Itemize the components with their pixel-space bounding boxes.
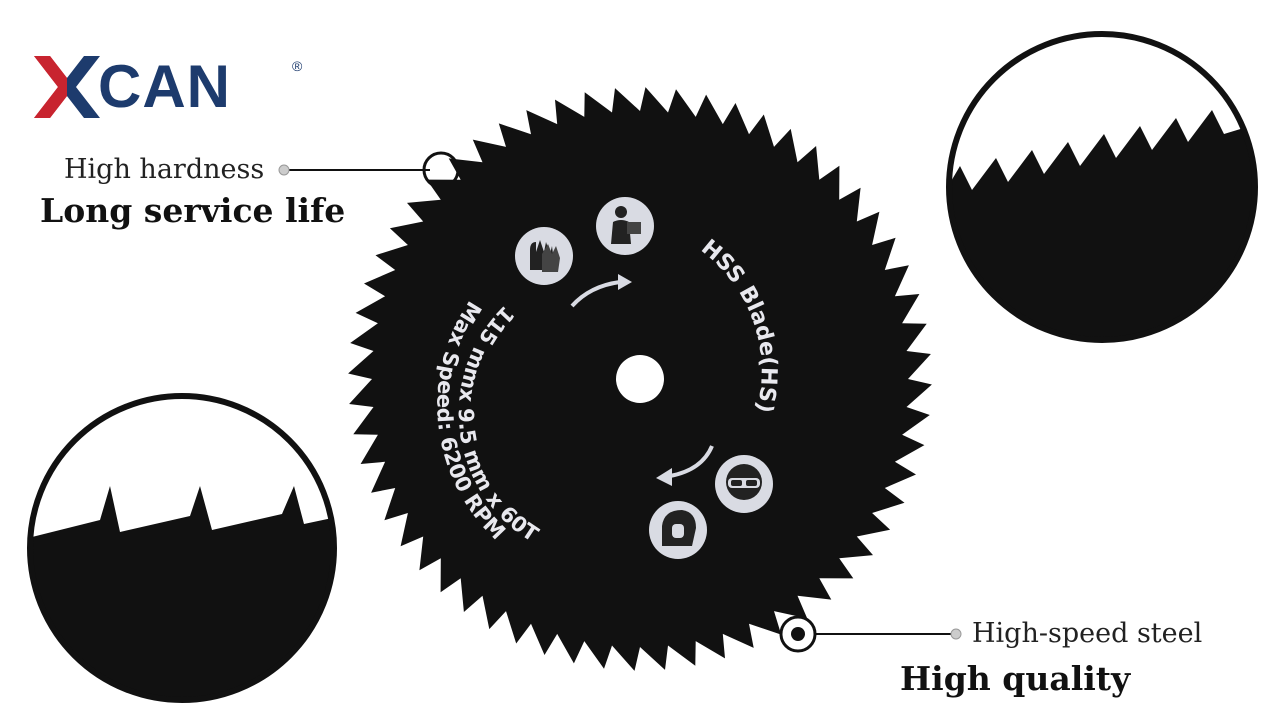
teeth-closeup-small xyxy=(946,31,1258,343)
callout-long-service-life: Long service life xyxy=(40,191,346,230)
ear-protection-icon xyxy=(649,501,707,559)
rotation-arrow-top-icon xyxy=(570,274,632,308)
callout-high-quality: High quality xyxy=(900,659,1131,698)
saw-blade: HSS Blade(HS) 115 mmx 9.5 mm x 60T Max S… xyxy=(348,87,932,671)
callout-high-hardness: High hardness xyxy=(64,154,265,185)
registered-mark: ® xyxy=(292,58,303,74)
rotation-arrow-bottom-icon xyxy=(656,445,714,486)
brand-name: CAN xyxy=(98,53,231,120)
logo-x-mark-icon xyxy=(34,56,100,118)
brand-logo: CAN ® xyxy=(34,53,302,120)
callout-high-speed-steel: High-speed steel xyxy=(972,618,1203,649)
read-manual-icon xyxy=(596,197,654,255)
teeth-closeup-large xyxy=(27,393,337,703)
leader-line-bottom-right xyxy=(816,628,962,640)
gloves-icon xyxy=(515,227,573,285)
safety-goggles-icon xyxy=(715,455,773,513)
arbor-hole xyxy=(616,355,664,403)
edge-highlight-dot xyxy=(791,627,805,641)
